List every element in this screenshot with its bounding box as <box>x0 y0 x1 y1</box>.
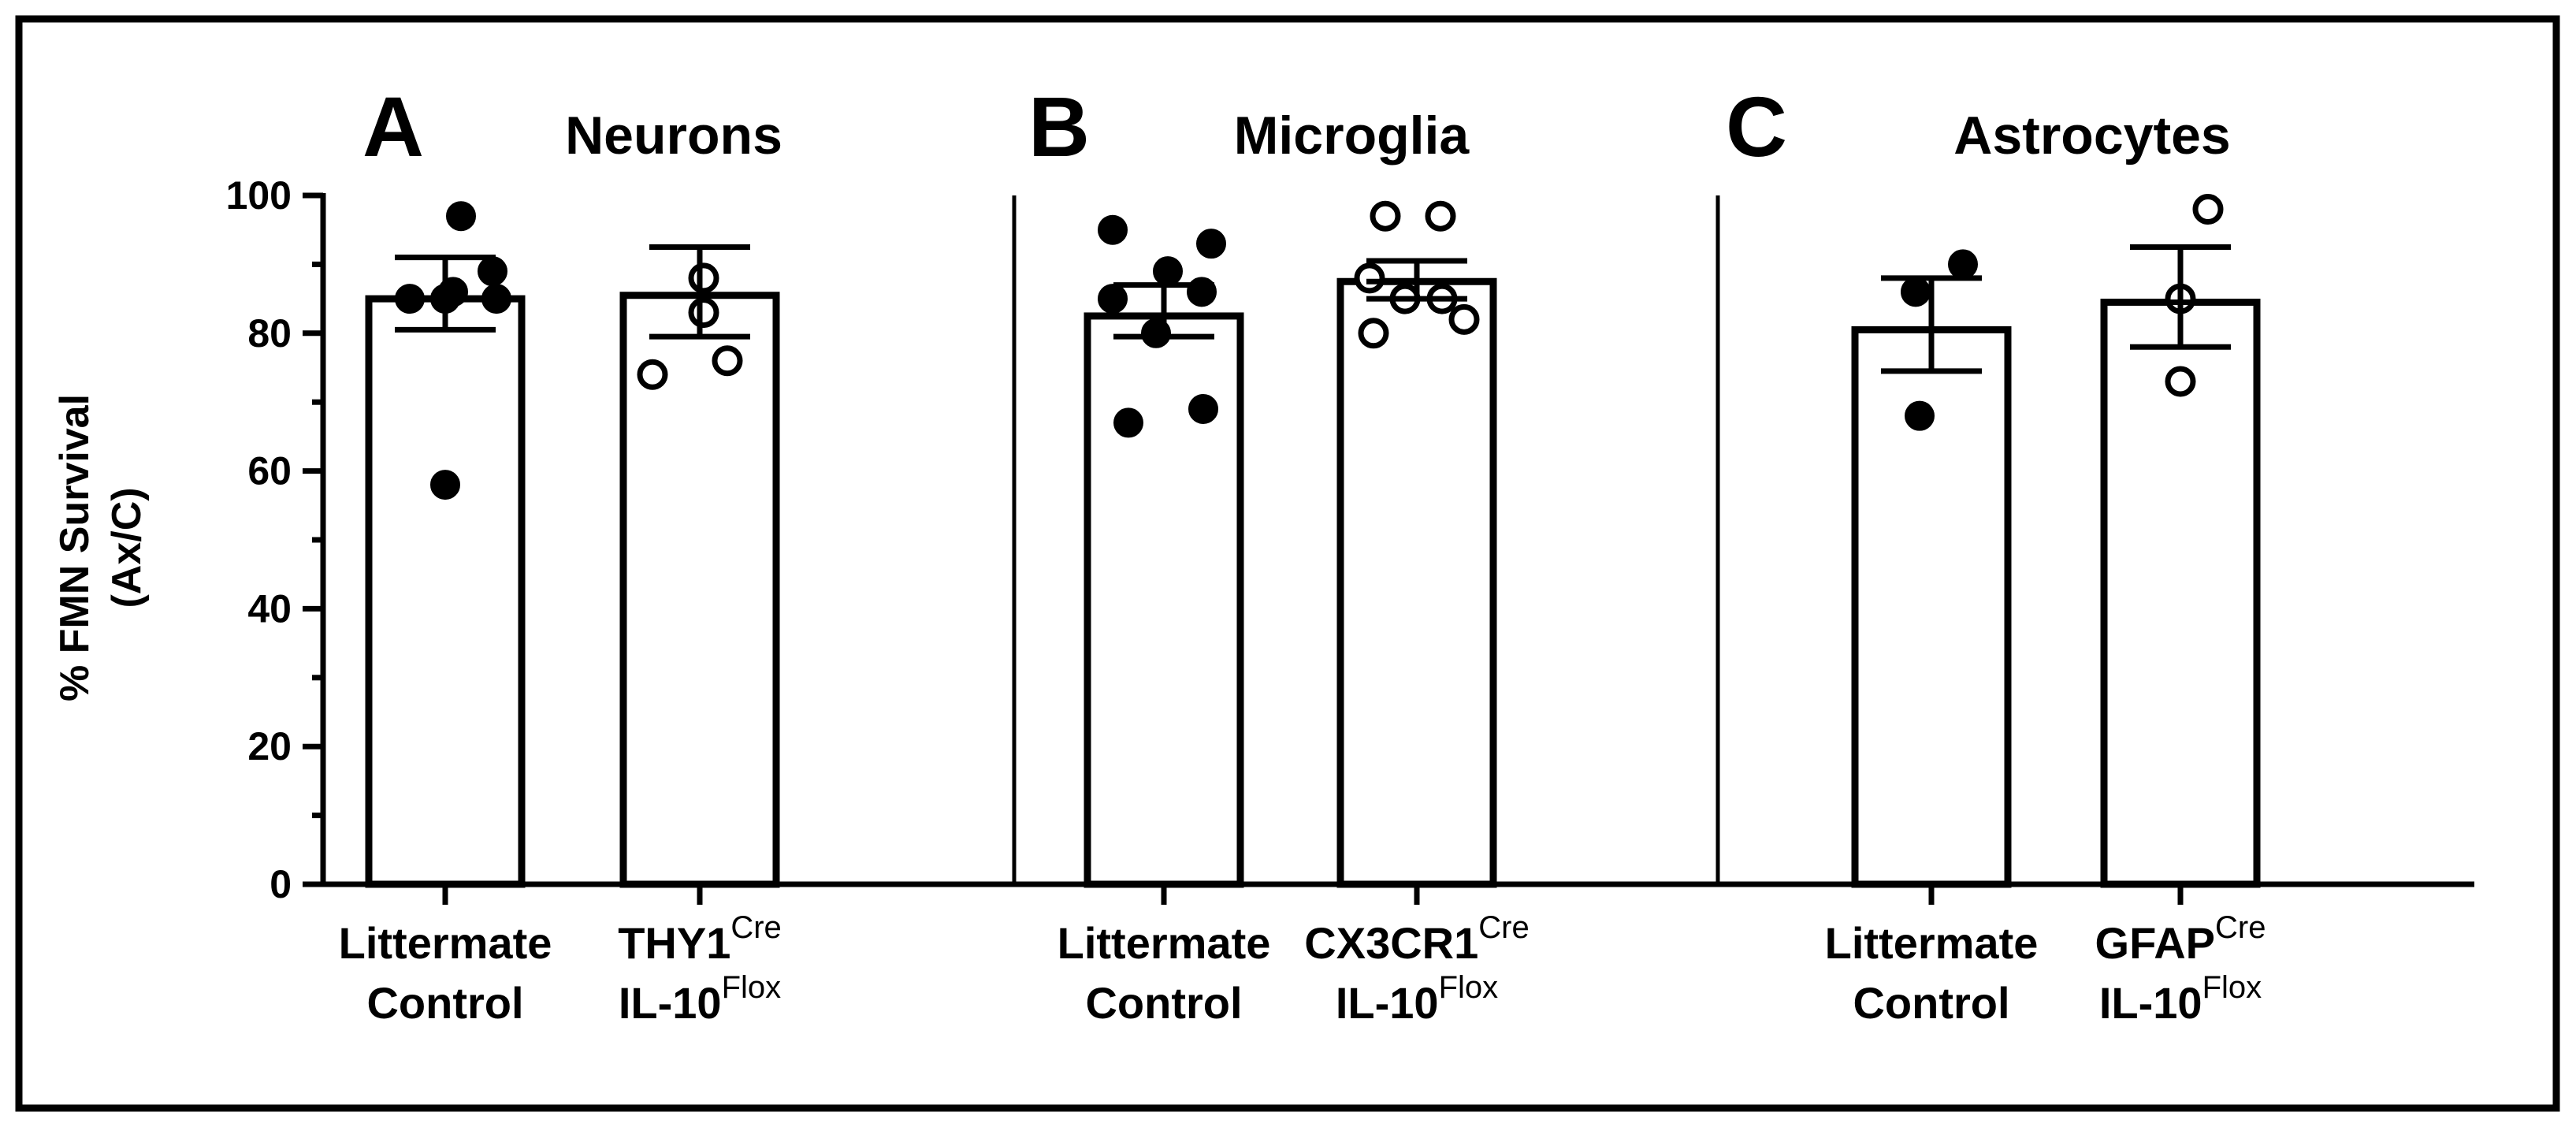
panel-title-b: Microglia <box>1234 106 1470 166</box>
category-label-text: CX3CR1 <box>1304 918 1478 968</box>
data-point <box>637 359 668 390</box>
bar-a-1 <box>365 295 526 888</box>
category-label-b-1-2: Control <box>1085 978 1242 1028</box>
category-label-c-1-1: Littermate <box>1825 918 2039 968</box>
category-label-a-1-2: Control <box>366 978 523 1028</box>
data-point <box>1098 284 1128 314</box>
data-point <box>688 297 719 329</box>
panel-title-c: Astrocytes <box>1953 106 2231 166</box>
data-point <box>712 345 743 377</box>
category-label-c-2-1: GFAPCre <box>2095 910 2266 968</box>
category-label-c-1-2: Control <box>1853 978 2009 1028</box>
category-label-text: Control <box>366 978 523 1028</box>
category-label-b-1-1: Littermate <box>1058 918 1271 968</box>
data-point <box>1358 318 1389 349</box>
data-point <box>478 256 507 287</box>
category-label-a-1-1: Littermate <box>339 918 552 968</box>
data-point <box>2165 366 2196 397</box>
category-label-b-2-1: CX3CR1Cre <box>1304 910 1529 968</box>
category-label-a-2-1: THY1Cre <box>618 910 782 968</box>
category-label-text: THY1 <box>618 918 730 968</box>
data-point <box>1196 229 1226 259</box>
category-label-text: IL-10 <box>2099 978 2202 1028</box>
category-label-b-2-2: IL-10Flox <box>1336 970 1498 1028</box>
category-label-text: Littermate <box>1825 918 2039 968</box>
bar-b-2 <box>1336 277 1497 888</box>
category-label-superscript: Cre <box>1478 910 1529 945</box>
category-label-text: IL-10 <box>619 978 722 1028</box>
category-label-superscript: Cre <box>730 910 781 945</box>
y-tick-label-100: 100 <box>226 173 292 218</box>
data-point <box>1098 214 1128 245</box>
panel-letter-c: C <box>1726 79 1787 174</box>
data-point <box>1354 262 1385 294</box>
category-label-text: Littermate <box>1058 918 1271 968</box>
category-label-text: IL-10 <box>1336 978 1439 1028</box>
data-point <box>430 470 460 500</box>
data-point <box>1905 400 1935 431</box>
data-point <box>1948 249 1978 280</box>
y-tick-label-60: 60 <box>247 449 292 493</box>
data-point <box>1153 256 1183 287</box>
panel-letter-b: B <box>1028 79 1090 174</box>
y-tick-label-40: 40 <box>247 586 292 630</box>
y-axis-label-line2: (Ax/C) <box>104 487 150 608</box>
panel-letter-a: A <box>362 79 424 174</box>
category-label-superscript: Flox <box>2202 970 2262 1005</box>
y-tick-label-80: 80 <box>247 311 292 355</box>
category-label-superscript: Cre <box>2215 910 2266 945</box>
data-point <box>688 262 719 294</box>
data-point <box>2192 193 2224 225</box>
category-label-a-2-2: IL-10Flox <box>619 970 781 1028</box>
category-label-text: Control <box>1085 978 1242 1028</box>
category-label-text: Littermate <box>339 918 552 968</box>
category-label-text: Control <box>1853 978 2009 1028</box>
data-point <box>1370 200 1401 232</box>
category-label-superscript: Flox <box>1439 970 1499 1005</box>
category-label-text: GFAP <box>2095 918 2215 968</box>
data-point <box>1901 277 1931 307</box>
panel-title-a: Neurons <box>565 106 782 166</box>
y-tick-label-20: 20 <box>247 724 292 768</box>
category-label-c-2-2: IL-10Flox <box>2099 970 2262 1028</box>
y-axis-label-line1: % FMN Survival <box>52 394 98 701</box>
data-point <box>1425 200 1456 232</box>
bar-b-1 <box>1084 312 1244 888</box>
y-tick-label-0: 0 <box>269 862 292 906</box>
data-point <box>1113 407 1143 438</box>
data-point <box>1188 393 1218 424</box>
data-point <box>446 201 476 232</box>
category-label-superscript: Flox <box>722 970 782 1005</box>
bar-c-2 <box>2100 298 2261 888</box>
data-point <box>1448 303 1480 335</box>
